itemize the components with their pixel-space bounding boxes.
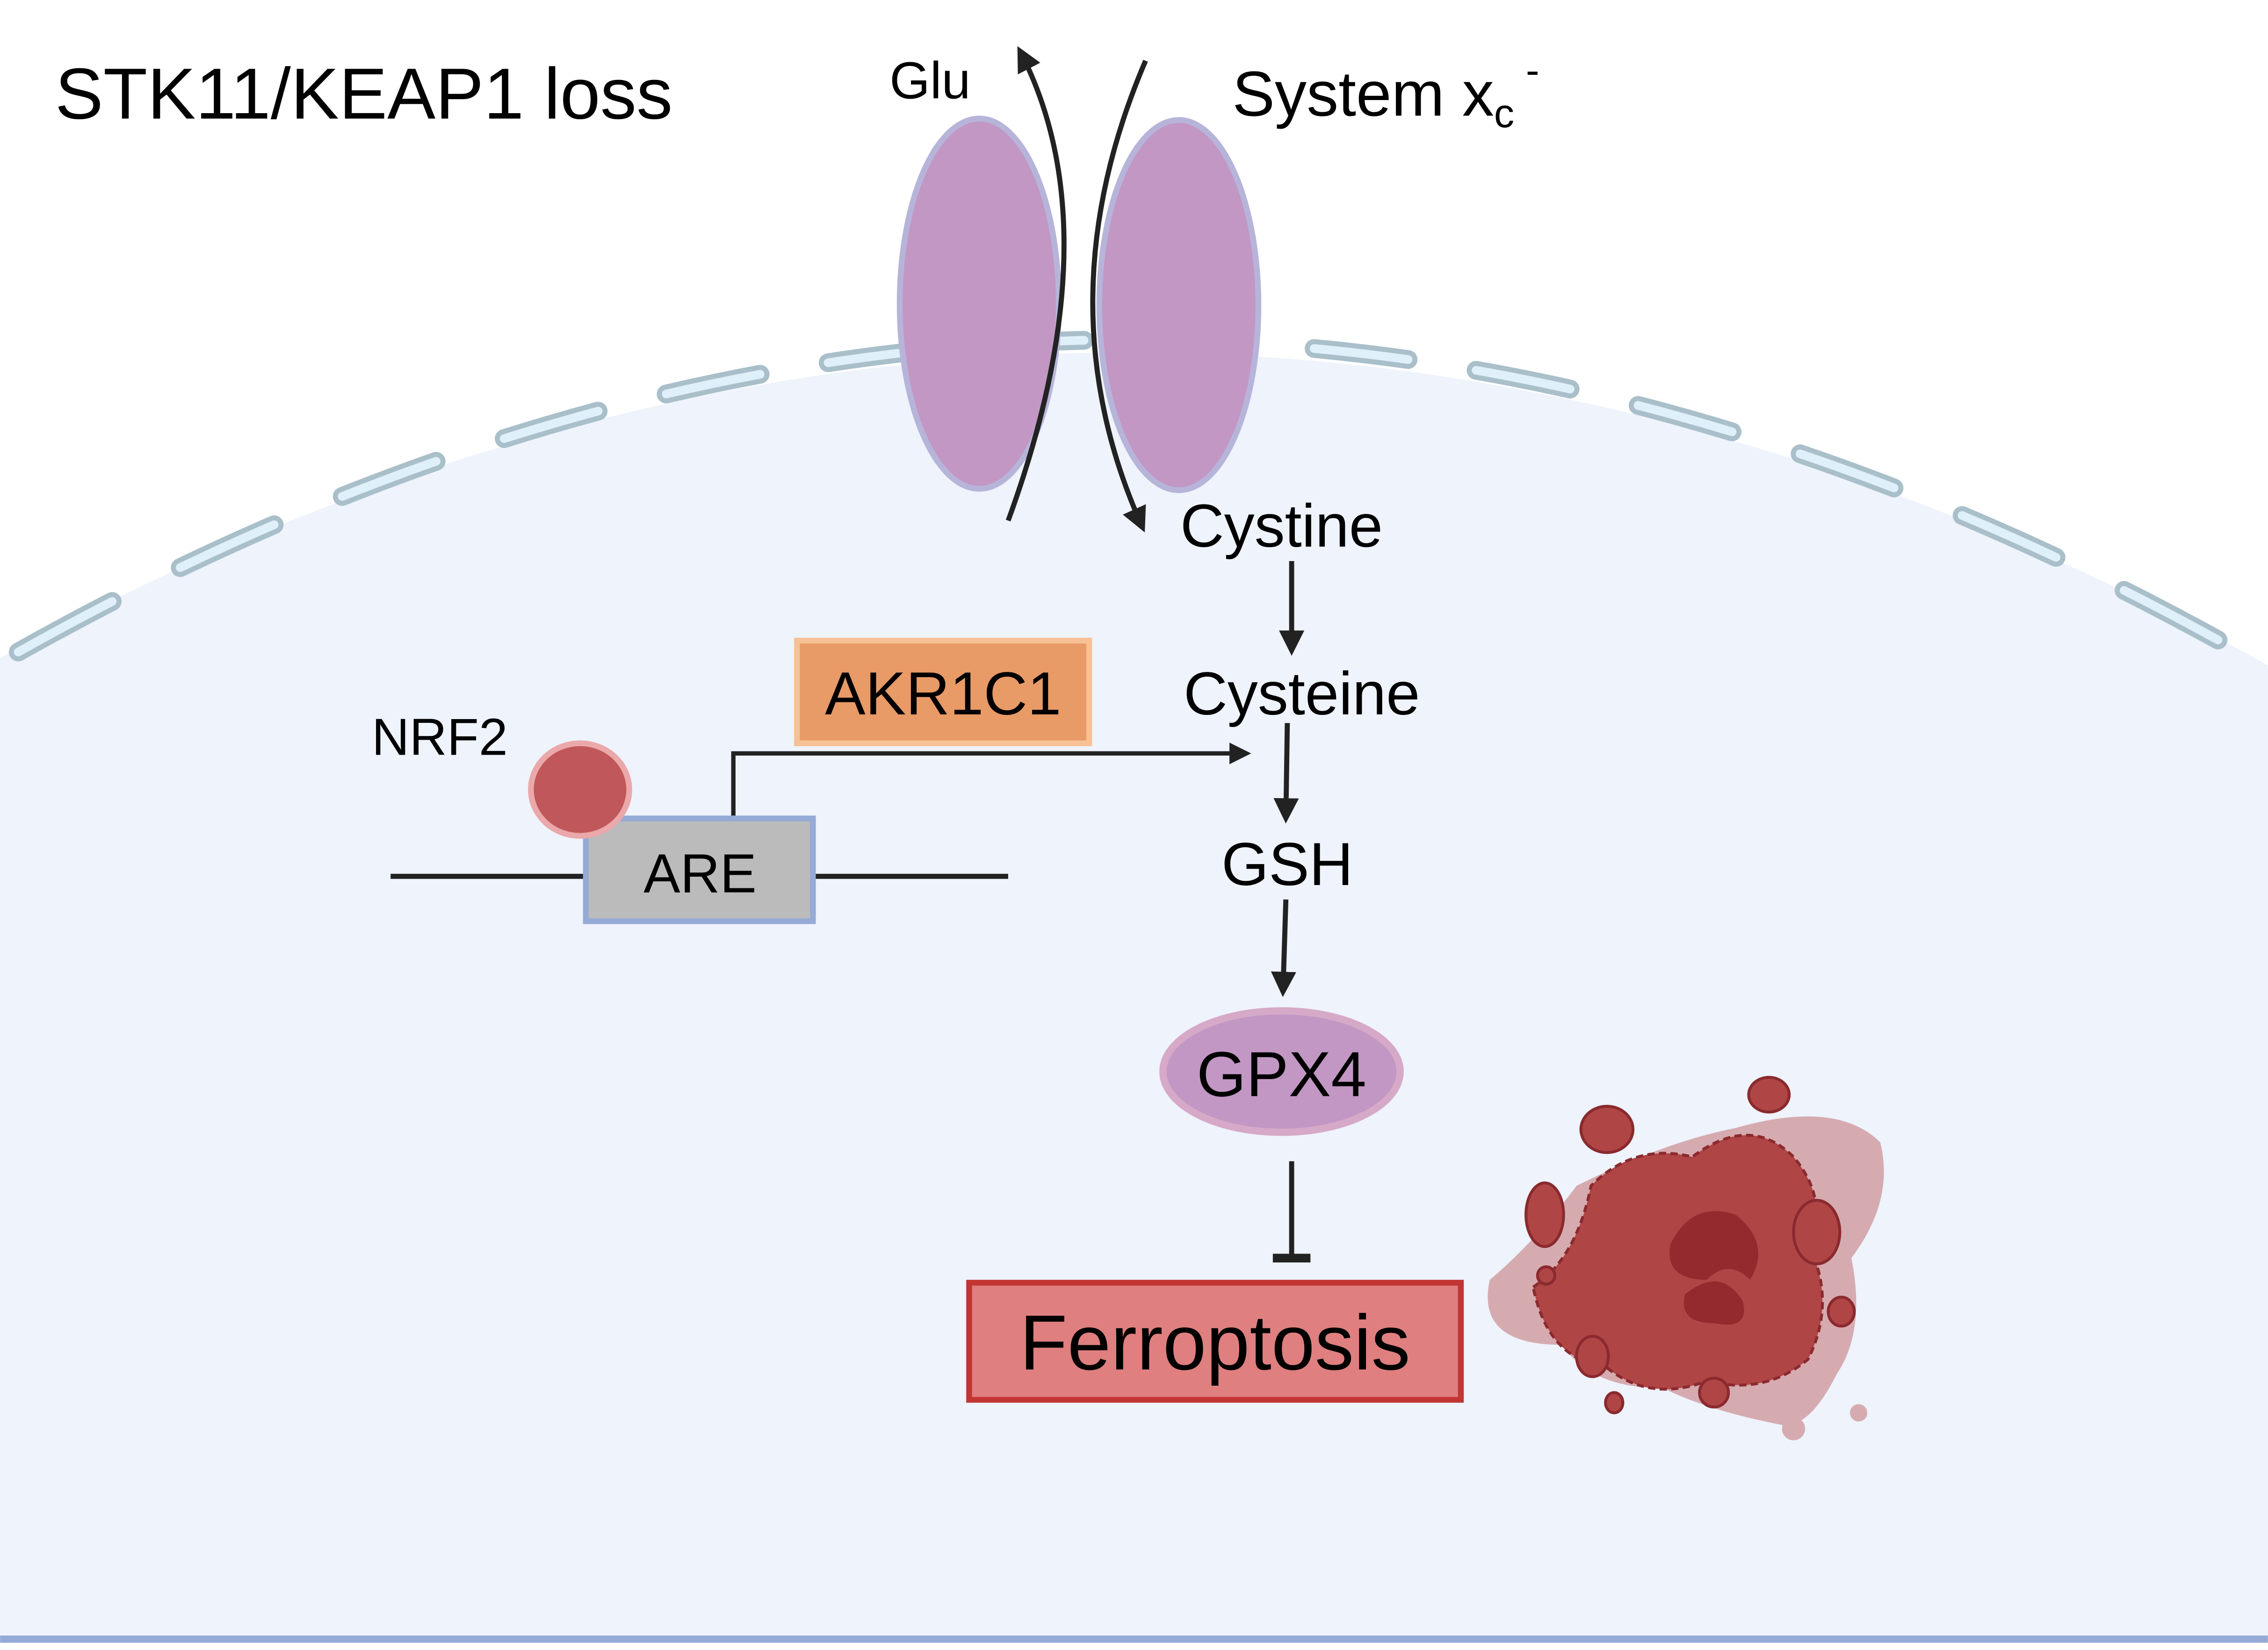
gsh-label: GSH bbox=[1221, 830, 1353, 898]
system-xc-name: System x bbox=[1232, 58, 1494, 129]
cystine-import-arrow bbox=[1090, 59, 1148, 533]
ferroptosis-box bbox=[966, 1280, 1464, 1403]
akr1c1-label: AKR1C1 bbox=[825, 659, 1061, 728]
membrane-segment-inner bbox=[14, 597, 117, 656]
system-xc-label: System xc- bbox=[1232, 48, 1539, 136]
gpx4-node bbox=[1159, 1007, 1404, 1136]
membrane-segment-inner bbox=[1633, 401, 1737, 436]
system-xc-superscript: - bbox=[1526, 48, 1539, 93]
are-label: ARE bbox=[643, 843, 757, 904]
gsh-to-gpx4-arrow bbox=[1271, 899, 1296, 997]
gpx4-label: GPX4 bbox=[1197, 1038, 1366, 1110]
membrane-segment-inner bbox=[2119, 586, 2223, 645]
are-box bbox=[583, 815, 816, 924]
membrane-segment-inner bbox=[662, 370, 765, 399]
bottom-membrane-edge bbox=[0, 1636, 2268, 1643]
membrane-segment-inner bbox=[1957, 511, 2061, 562]
ferroptotic-cell-icon bbox=[1488, 1076, 1884, 1441]
membrane-segment-inner bbox=[1309, 344, 1413, 364]
system-xc-subscript: c bbox=[1494, 91, 1514, 136]
cysteine-label: Cysteine bbox=[1184, 659, 1420, 728]
membrane-segment-inner bbox=[176, 520, 279, 572]
membrane-segment-inner bbox=[1796, 449, 1899, 492]
gpx4-inhibits-ferroptosis bbox=[1272, 1161, 1311, 1263]
system-xc-transporter bbox=[896, 46, 1262, 533]
transporter-subunit-right bbox=[1096, 117, 1262, 493]
membrane-segment-inner bbox=[499, 407, 603, 443]
cystine-label: Cystine bbox=[1180, 491, 1383, 560]
glu-export-arrow bbox=[1005, 46, 1067, 522]
cytoplasm bbox=[0, 352, 2268, 1639]
nrf2-node bbox=[528, 740, 632, 839]
are-transcription-arrow bbox=[731, 742, 1251, 816]
akr1c1-box bbox=[794, 637, 1092, 746]
nrf2-label: NRF2 bbox=[372, 707, 508, 766]
membrane-segment-inner bbox=[1472, 366, 1575, 394]
membrane-segment-inner bbox=[338, 457, 441, 501]
title: STK11/KEAP1 loss bbox=[55, 53, 673, 134]
glu-label: Glu bbox=[889, 51, 970, 109]
ferroptosis-label: Ferroptosis bbox=[1020, 1299, 1410, 1386]
cysteine-to-gsh-arrow bbox=[1273, 723, 1299, 824]
